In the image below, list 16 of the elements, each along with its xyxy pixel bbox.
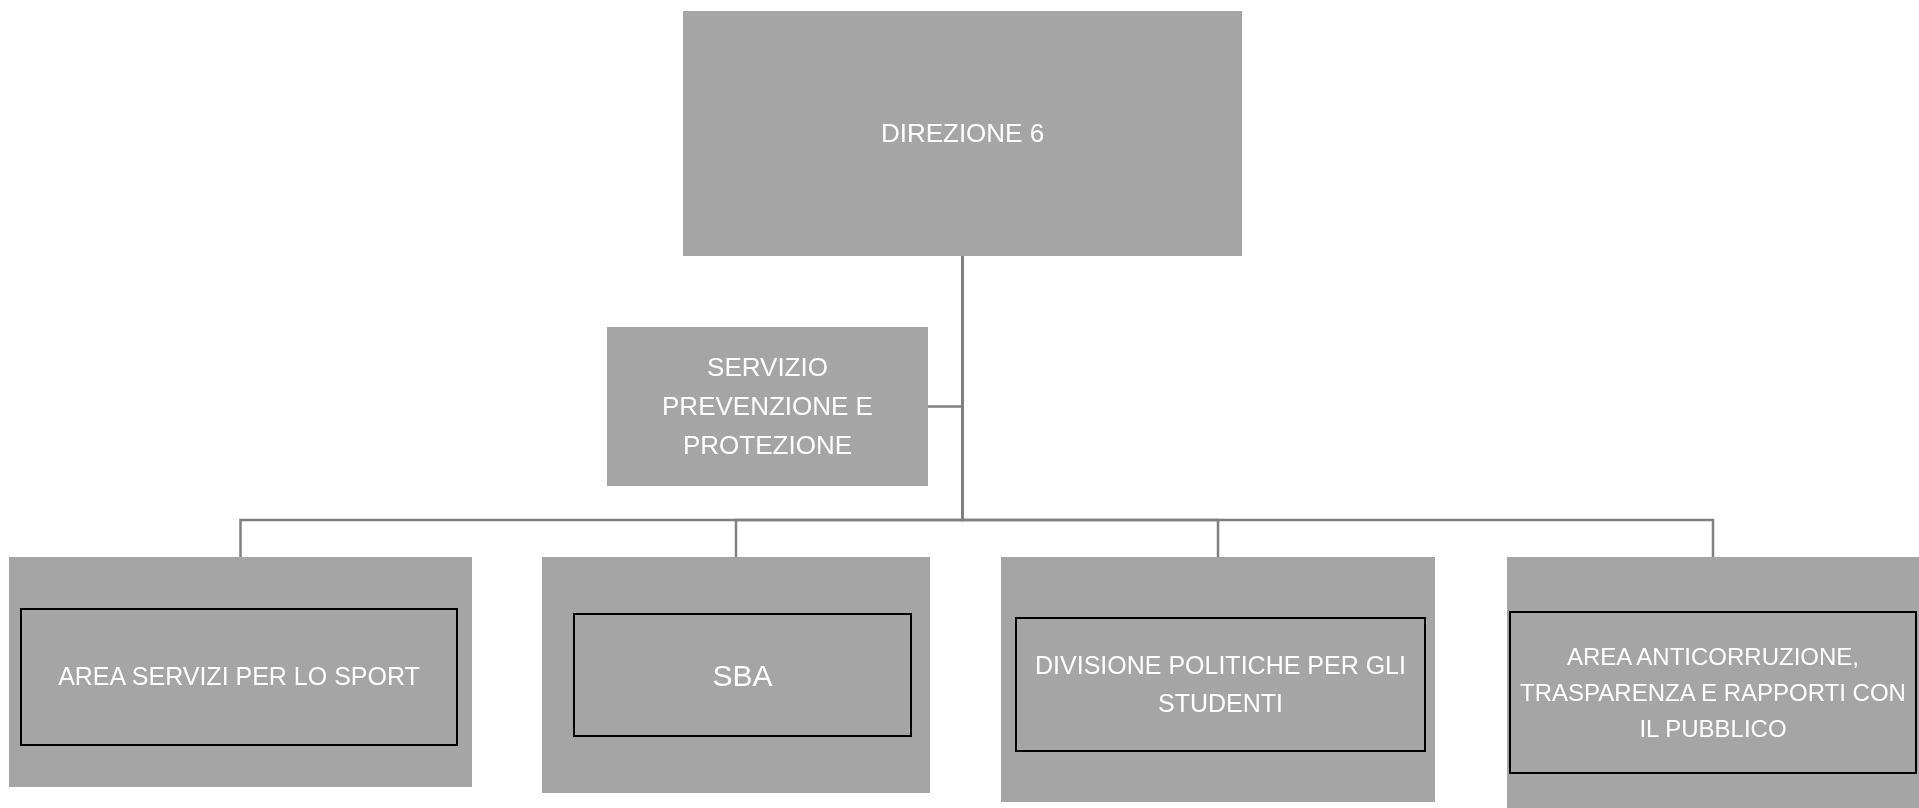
unit-panel [1507,557,1919,808]
unit-panel [1001,557,1435,802]
org-unit-box [573,613,912,737]
org-unit-box [683,11,1242,256]
unit-panel [542,557,930,793]
unit-label: DIREZIONE 6 [879,117,1046,150]
unit-label: DIVISIONE POLITICHE PER GLI STUDENTI [1034,650,1407,719]
unit-label: AREA SERVIZI PER LO SPORT [57,661,421,693]
unit-label: SERVIZIO PREVENZIONE E PROTEZIONE [661,351,874,462]
org-unit-box [1015,617,1426,752]
unit-label: SBA [711,657,774,694]
org-unit-box [20,608,458,746]
unit-panel [9,557,472,787]
org-unit-box [607,327,928,486]
unit-label: AREA ANTICORRUZIONE, TRASPARENZA E RAPPORTI CON IL PUBBLICO [1519,641,1907,744]
org-unit-box [1509,611,1917,774]
